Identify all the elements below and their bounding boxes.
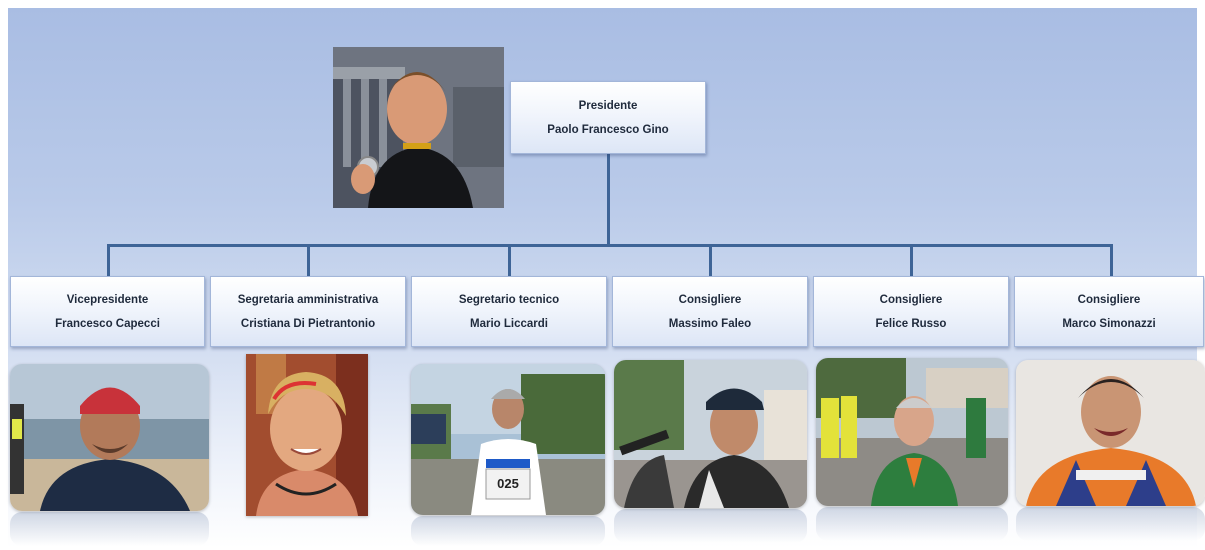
member-photo-russo bbox=[816, 358, 1008, 506]
member-box-consigliere-russo: Consigliere Felice Russo bbox=[813, 276, 1009, 347]
president-name: Paolo Francesco Gino bbox=[547, 123, 669, 136]
connector-drop-4 bbox=[709, 244, 712, 277]
member-photo-di-pietrantonio bbox=[246, 354, 368, 516]
connector-drop-3 bbox=[508, 244, 511, 277]
connector-drop-6 bbox=[1110, 244, 1113, 277]
member-role: Segretaria amministrativa bbox=[237, 293, 379, 306]
member-role: Vicepresidente bbox=[66, 293, 149, 306]
member-photo-reflection bbox=[1016, 507, 1205, 541]
member-name: Marco Simonazzi bbox=[1062, 317, 1156, 330]
president-photo bbox=[333, 47, 504, 208]
member-box-segretario-tecnico: Segretario tecnico Mario Liccardi bbox=[411, 276, 607, 347]
member-photo-reflection bbox=[816, 507, 1008, 541]
member-photo-simonazzi bbox=[1016, 360, 1205, 506]
member-photo-liccardi: 025 bbox=[411, 364, 605, 515]
member-name: Massimo Faleo bbox=[668, 317, 752, 330]
member-name: Mario Liccardi bbox=[470, 317, 548, 330]
connector-drop-5 bbox=[910, 244, 913, 277]
member-role: Consigliere bbox=[678, 293, 742, 306]
member-photo-faleo bbox=[614, 360, 807, 508]
connector-trunk bbox=[607, 153, 610, 247]
connector-horizontal-bar bbox=[107, 244, 1113, 247]
member-name: Francesco Capecci bbox=[55, 317, 160, 330]
member-photo-reflection bbox=[10, 512, 209, 546]
member-box-vicepresidente: Vicepresidente Francesco Capecci bbox=[10, 276, 205, 347]
member-role: Consigliere bbox=[1077, 293, 1141, 306]
member-role: Segretario tecnico bbox=[458, 293, 560, 306]
member-name: Felice Russo bbox=[875, 317, 947, 330]
president-role: Presidente bbox=[578, 99, 638, 112]
president-box: Presidente Paolo Francesco Gino bbox=[510, 81, 706, 154]
member-box-consigliere-faleo: Consigliere Massimo Faleo bbox=[612, 276, 808, 347]
connector-drop-1 bbox=[107, 244, 110, 277]
member-photo-reflection bbox=[614, 509, 807, 543]
member-role: Consigliere bbox=[879, 293, 943, 306]
member-photo-reflection bbox=[411, 516, 605, 546]
connector-drop-2 bbox=[307, 244, 310, 277]
member-box-segretaria-amministrativa: Segretaria amministrativa Cristiana Di P… bbox=[210, 276, 406, 347]
member-name: Cristiana Di Pietrantonio bbox=[240, 317, 376, 330]
member-box-consigliere-simonazzi: Consigliere Marco Simonazzi bbox=[1014, 276, 1204, 347]
member-photo-capecci bbox=[10, 364, 209, 511]
bib-number: 025 bbox=[497, 476, 519, 491]
